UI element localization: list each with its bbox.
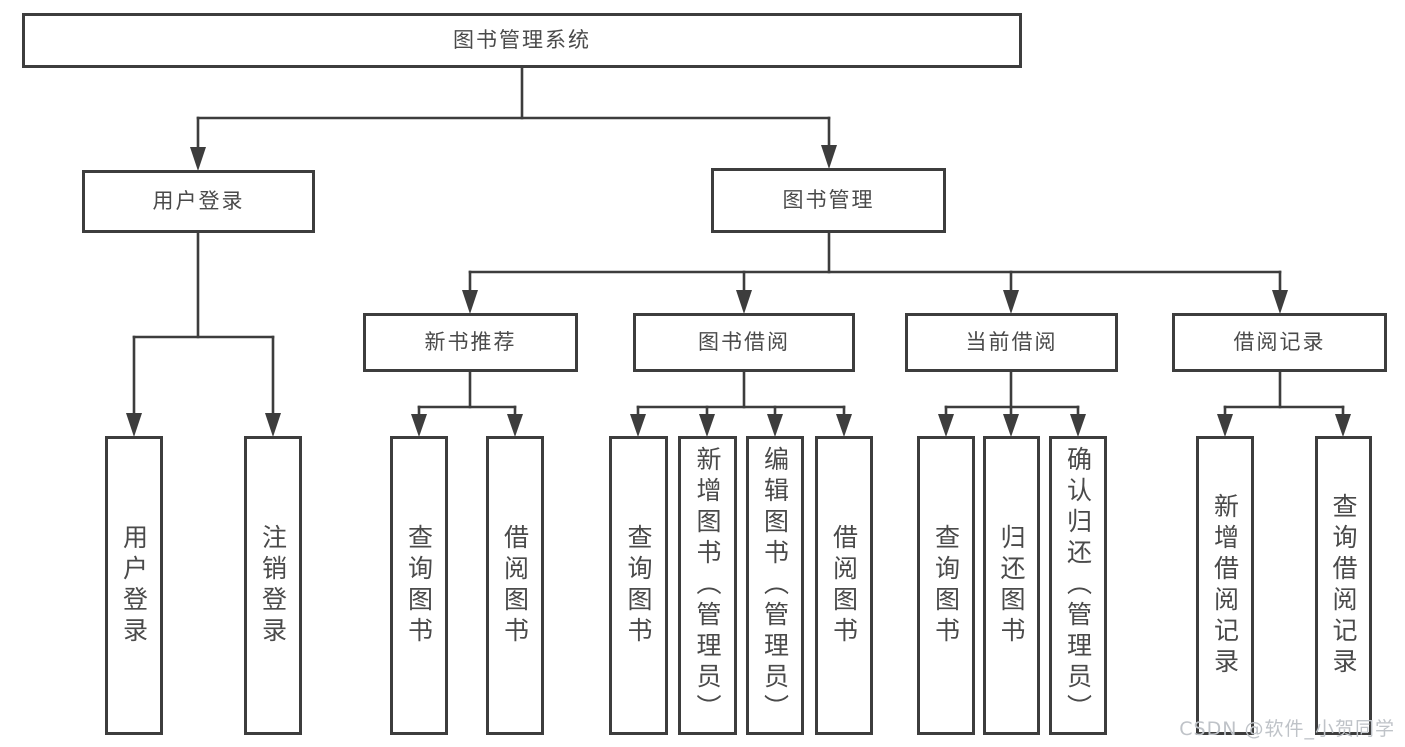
arrow-icon xyxy=(411,414,427,437)
arrow-icon xyxy=(938,414,954,437)
arrow-icon xyxy=(1003,414,1019,437)
leaf-query-books-borrow: 查询图书 xyxy=(609,436,668,735)
node-book-management: 图书管理 xyxy=(711,168,946,233)
arrow-icon xyxy=(126,413,142,437)
arrow-icon xyxy=(736,290,752,314)
arrow-icon xyxy=(1335,414,1351,437)
leaf-confirm-return-admin: 确认归还（管理员） xyxy=(1049,436,1107,735)
leaf-edit-books-admin: 编辑图书（管理员） xyxy=(746,436,804,735)
arrow-icon xyxy=(190,147,206,171)
leaf-query-borrow-record: 查询借阅记录 xyxy=(1315,436,1372,735)
arrow-icon xyxy=(767,414,783,437)
arrow-icon xyxy=(699,414,715,437)
arrow-icon xyxy=(462,290,478,314)
node-current-borrow: 当前借阅 xyxy=(905,313,1118,372)
leaf-add-books-admin: 新增图书（管理员） xyxy=(678,436,737,735)
arrow-icon xyxy=(265,413,281,437)
arrow-icon xyxy=(821,145,837,169)
csdn-watermark: CSDN @软件_小贺同学 xyxy=(1179,718,1395,740)
arrow-icon xyxy=(1217,414,1233,437)
connector-root-to-level2 xyxy=(196,66,831,152)
leaf-logout: 注销登录 xyxy=(244,436,302,735)
arrow-icon xyxy=(507,414,523,437)
arrow-icon xyxy=(1070,414,1086,437)
node-root-system: 图书管理系统 xyxy=(22,13,1022,68)
connector-login-branch xyxy=(132,231,275,417)
arrow-icon xyxy=(836,414,852,437)
connector-current-branch xyxy=(944,370,1080,418)
arrow-icon xyxy=(1272,290,1288,314)
connector-records-branch xyxy=(1223,370,1345,418)
node-book-borrow: 图书借阅 xyxy=(633,313,855,372)
arrow-icon xyxy=(630,414,646,437)
leaf-add-borrow-record: 新增借阅记录 xyxy=(1196,436,1254,735)
node-new-book-recommend: 新书推荐 xyxy=(363,313,578,372)
leaf-borrow-books: 借阅图书 xyxy=(815,436,873,735)
arrow-icon xyxy=(1003,290,1019,314)
leaf-query-books-current: 查询图书 xyxy=(917,436,975,735)
leaf-user-login: 用户登录 xyxy=(105,436,163,735)
connector-recommend-branch xyxy=(417,370,517,418)
node-borrow-records: 借阅记录 xyxy=(1172,313,1387,372)
leaf-query-books-recommend: 查询图书 xyxy=(390,436,448,735)
arrowheads xyxy=(126,145,1351,437)
leaf-return-books: 归还图书 xyxy=(983,436,1040,735)
connector-management-branch xyxy=(468,231,1282,294)
connector-borrow-branch xyxy=(636,370,846,418)
node-user-login: 用户登录 xyxy=(82,170,315,233)
leaf-borrow-books-recommend: 借阅图书 xyxy=(486,436,544,735)
